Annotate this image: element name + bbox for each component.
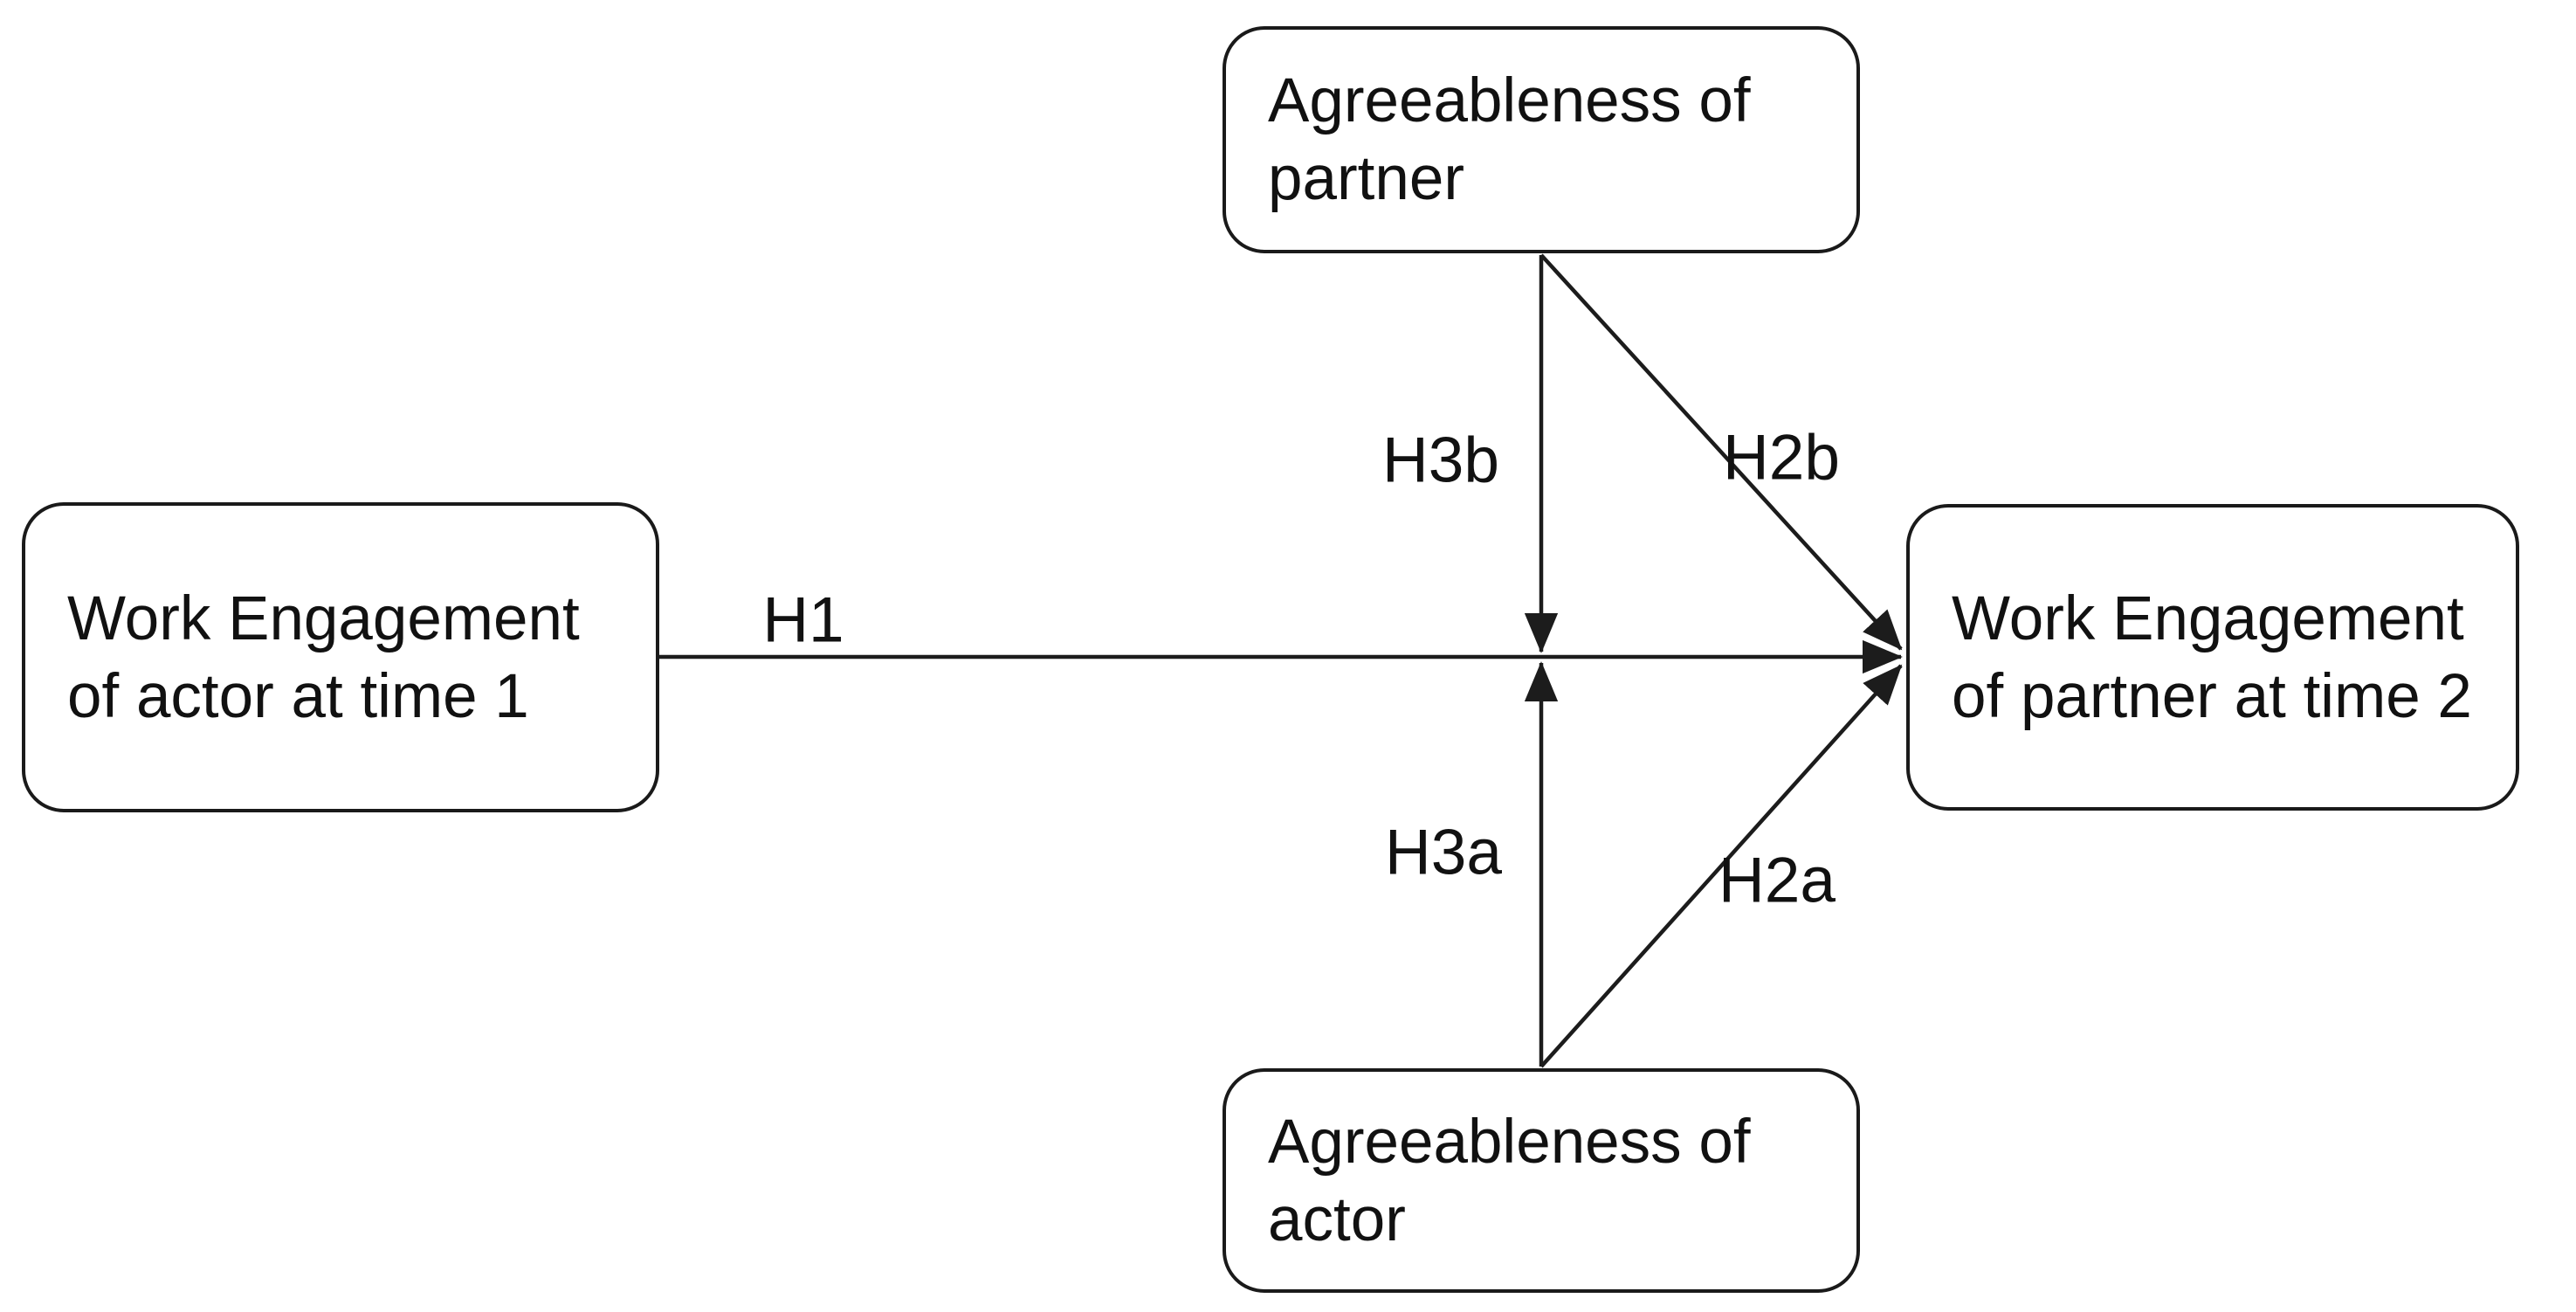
node-label-line: of actor at time 1 [67, 661, 529, 731]
node-label-line: partner [1268, 144, 1464, 213]
node-work-engagement-actor-t1: Work Engagement of actor at time 1 [22, 502, 659, 812]
node-agreeableness-of-actor: Agreeableness of actor [1223, 1068, 1860, 1293]
node-label-line: actor [1268, 1184, 1406, 1254]
node-label-line: Work Engagement [67, 583, 580, 653]
node-label-line: of partner at time 2 [1952, 661, 2472, 731]
edge-label-h3b: H3b [1382, 425, 1499, 496]
edge-h2b-arrow [1539, 253, 1903, 651]
node-label-line: Agreeableness of [1268, 66, 1751, 135]
edge-label-h2b: H2b [1723, 422, 1840, 494]
edge-label-h3a: H3a [1385, 817, 1502, 888]
node-work-engagement-partner-t2: Work Engagement of partner at time 2 [1906, 504, 2519, 811]
node-agreeableness-of-partner: Agreeableness of partner [1223, 26, 1860, 253]
node-label-line: Work Engagement [1952, 583, 2464, 653]
edge-label-h1: H1 [762, 584, 844, 656]
edge-label-h2a: H2a [1718, 845, 1836, 916]
node-label-line: Agreeableness of [1268, 1107, 1751, 1177]
